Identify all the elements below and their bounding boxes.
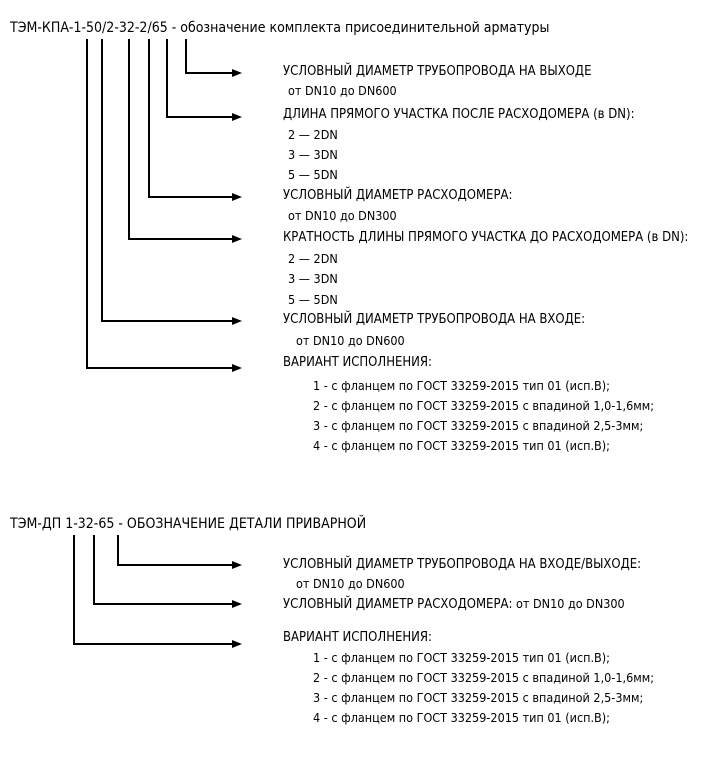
leader-inlet-arrow	[232, 317, 242, 325]
before-option: 3 — 3DN	[288, 271, 338, 286]
leader2-variant-horizontal	[73, 643, 232, 645]
before-option: 5 — 5DN	[288, 292, 338, 307]
leader-outlet-horizontal	[185, 72, 232, 74]
part-variant-item: 1 - с фланцем по ГОСТ 33259-2015 тип 01 …	[313, 650, 610, 665]
after-length-title: ДЛИНА ПРЯМОГО УЧАСТКА ПОСЛЕ РАСХОДОМЕРА …	[283, 107, 635, 122]
leader-before-length-horizontal	[128, 238, 232, 240]
variant-item: 3 - с фланцем по ГОСТ 33259-2015 с впади…	[313, 418, 644, 433]
leader-inlet-horizontal	[101, 320, 232, 322]
part-variant-item: 2 - с фланцем по ГОСТ 33259-2015 с впади…	[313, 670, 654, 685]
leader2-pipe-dn-arrow	[232, 561, 242, 569]
part-variant-title: ВАРИАНТ ИСПОЛНЕНИЯ:	[283, 630, 432, 645]
leader-variant-horizontal	[86, 367, 232, 369]
leader-meter-dn-horizontal	[148, 196, 232, 198]
leader2-meter-dn-vertical	[93, 535, 95, 604]
before-length-title: КРАТНОСТЬ ДЛИНЫ ПРЯМОГО УЧАСТКА ДО РАСХО…	[283, 230, 689, 245]
leader-variant-vertical	[86, 39, 88, 368]
leader-after-length-vertical	[166, 39, 168, 117]
leader-before-length-vertical	[128, 39, 130, 239]
part-meter-dn-title: УСЛОВНЫЙ ДИАМЕТР РАСХОДОМЕРА:	[283, 597, 513, 612]
inlet-dn-title: УСЛОВНЫЙ ДИАМЕТР ТРУБОПРОВОДА НА ВХОДЕ:	[283, 312, 586, 327]
leader2-meter-dn-arrow	[232, 600, 242, 608]
variant-item: 4 - с фланцем по ГОСТ 33259-2015 тип 01 …	[313, 438, 610, 453]
part-designation-caption: - ОБОЗНАЧЕНИЕ ДЕТАЛИ ПРИВАРНОЙ	[114, 516, 367, 532]
part-variant-item: 3 - с фланцем по ГОСТ 33259-2015 с впади…	[313, 690, 644, 705]
part-pipe-dn-range: от DN10 до DN600	[296, 576, 405, 591]
leader-before-length-arrow	[232, 235, 242, 243]
leader-outlet-vertical	[185, 39, 187, 73]
part-meter-dn-line: УСЛОВНЫЙ ДИАМЕТР РАСХОДОМЕРА: от DN10 до…	[283, 596, 625, 612]
kit-designation-code: ТЭМ-КПА-1-50/2-32-2/65	[10, 20, 168, 36]
leader-after-length-horizontal	[166, 116, 232, 118]
leader2-pipe-dn-vertical	[117, 535, 119, 565]
leader-inlet-vertical	[101, 39, 103, 321]
before-option: 2 — 2DN	[288, 251, 338, 266]
leader2-variant-vertical	[73, 535, 75, 644]
leader-meter-dn-arrow	[232, 193, 242, 201]
meter-dn-title: УСЛОВНЫЙ ДИАМЕТР РАСХОДОМЕРА:	[283, 188, 513, 203]
variant-title: ВАРИАНТ ИСПОЛНЕНИЯ:	[283, 355, 432, 370]
outlet-dn-range: от DN10 до DN600	[288, 83, 397, 98]
part-designation-code: ТЭМ-ДП 1-32-65	[10, 516, 115, 532]
variant-item: 2 - с фланцем по ГОСТ 33259-2015 с впади…	[313, 398, 654, 413]
leader-after-length-arrow	[232, 113, 242, 121]
part-variant-item: 4 - с фланцем по ГОСТ 33259-2015 тип 01 …	[313, 710, 610, 725]
leader2-pipe-dn-horizontal	[117, 564, 232, 566]
outlet-dn-title: УСЛОВНЫЙ ДИАМЕТР ТРУБОПРОВОДА НА ВЫХОДЕ	[283, 64, 592, 79]
leader2-meter-dn-horizontal	[93, 603, 232, 605]
meter-dn-range: от DN10 до DN300	[288, 208, 397, 223]
part-pipe-dn-title: УСЛОВНЫЙ ДИАМЕТР ТРУБОПРОВОДА НА ВХОДЕ/В…	[283, 557, 642, 572]
variant-item: 1 - с фланцем по ГОСТ 33259-2015 тип 01 …	[313, 378, 610, 393]
leader-meter-dn-vertical	[148, 39, 150, 197]
leader2-variant-arrow	[232, 640, 242, 648]
leader-variant-arrow	[232, 364, 242, 372]
part-designation-header: ТЭМ-ДП 1-32-65 - ОБОЗНАЧЕНИЕ ДЕТАЛИ ПРИВ…	[10, 517, 366, 531]
after-option: 5 — 5DN	[288, 167, 338, 182]
part-meter-dn-range: от DN10 до DN300	[512, 596, 625, 611]
after-option: 2 — 2DN	[288, 127, 338, 142]
inlet-dn-range: от DN10 до DN600	[296, 333, 405, 348]
after-option: 3 — 3DN	[288, 147, 338, 162]
kit-designation-header: ТЭМ-КПА-1-50/2-32-2/65 - обозначение ком…	[10, 21, 549, 35]
leader-outlet-arrow	[232, 69, 242, 77]
kit-designation-caption: - обозначение комплекта присоединительно…	[167, 20, 550, 36]
